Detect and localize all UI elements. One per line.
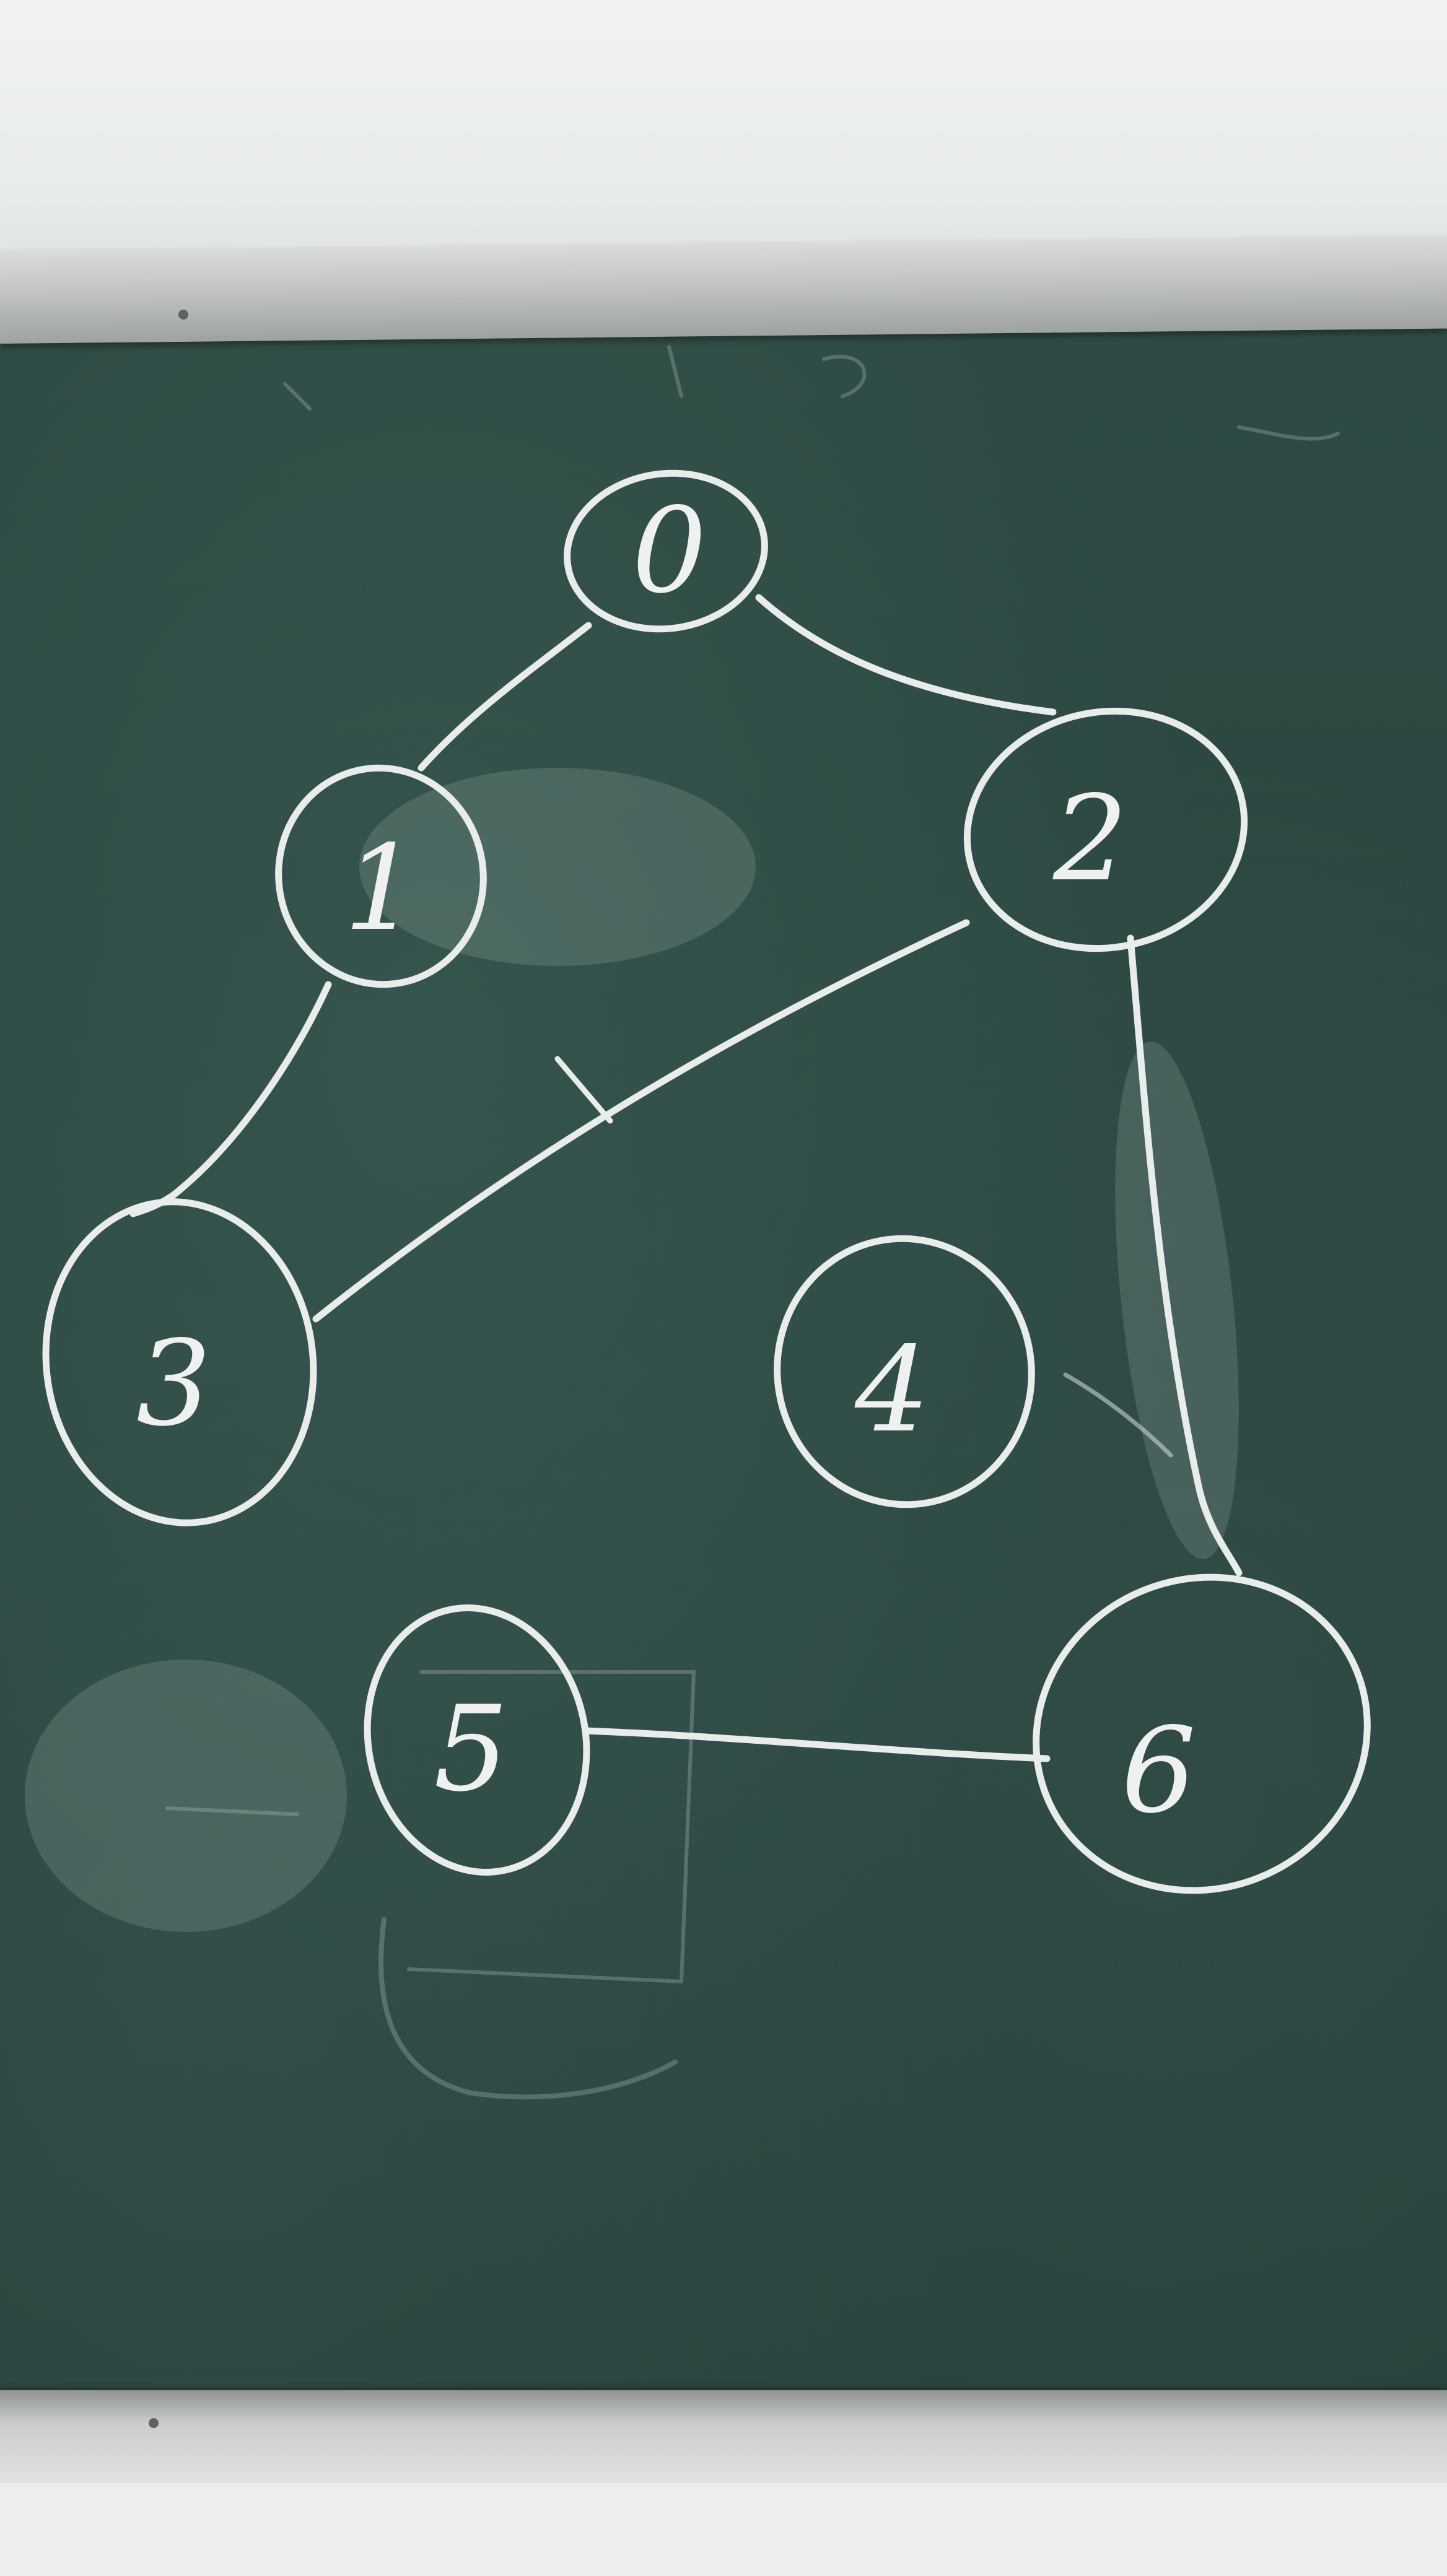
edge-2-6	[1127, 934, 1243, 1577]
node-6-circle	[1033, 1573, 1371, 1894]
node-2: 2	[963, 707, 1248, 952]
faint-chalk-mark	[407, 1670, 696, 1984]
edge-0-1	[417, 622, 592, 772]
frame-screw	[178, 310, 188, 320]
node-0-circle	[564, 469, 768, 633]
edge-5-6	[582, 1727, 1051, 1762]
eraser-smudge	[1115, 1042, 1239, 1559]
wall-bottom	[0, 2483, 1447, 2576]
edge-1-3	[129, 981, 332, 1217]
node-5-label: 5	[434, 1681, 509, 1817]
node-0: 0	[564, 469, 768, 633]
node-0-label: 0	[632, 482, 707, 619]
board-frame-bottom	[0, 2390, 1447, 2483]
faint-chalk-mark	[165, 1806, 299, 1816]
node-3: 3	[42, 1198, 317, 1526]
frame-screw	[149, 2418, 159, 2428]
node-5: 5	[364, 1604, 590, 1876]
node-4-circle	[774, 1235, 1035, 1508]
node-3-circle	[42, 1198, 317, 1526]
eraser-smudge	[25, 1660, 347, 1932]
graph-edges	[129, 594, 1243, 1762]
node-3-label: 3	[136, 1315, 211, 1452]
node-6-label: 6	[1121, 1702, 1196, 1839]
node-1-circle	[275, 764, 487, 988]
wall-top	[0, 0, 1447, 272]
eraser-smudge	[359, 768, 756, 966]
faint-edge-4-6	[1063, 1372, 1173, 1458]
node-2-circle	[963, 707, 1248, 952]
faint-chalk-mark	[283, 345, 1340, 441]
node-4-label: 4	[854, 1321, 930, 1458]
edge-0-2	[755, 594, 1057, 716]
node-4: 4	[774, 1235, 1035, 1508]
node-5-circle	[364, 1604, 590, 1876]
node-1: 1	[275, 764, 487, 988]
edge-2-3	[312, 919, 970, 1323]
node-1-label: 1	[344, 820, 419, 957]
node-6: 6	[1033, 1573, 1371, 1894]
edge-tick-mark	[554, 1056, 613, 1124]
node-2-label: 2	[1052, 770, 1128, 907]
chalkboard	[0, 310, 1447, 2409]
faint-chalk-mark	[378, 1917, 678, 2100]
graph-nodes: 0 1 2 3 4 5 6	[42, 469, 1371, 1894]
